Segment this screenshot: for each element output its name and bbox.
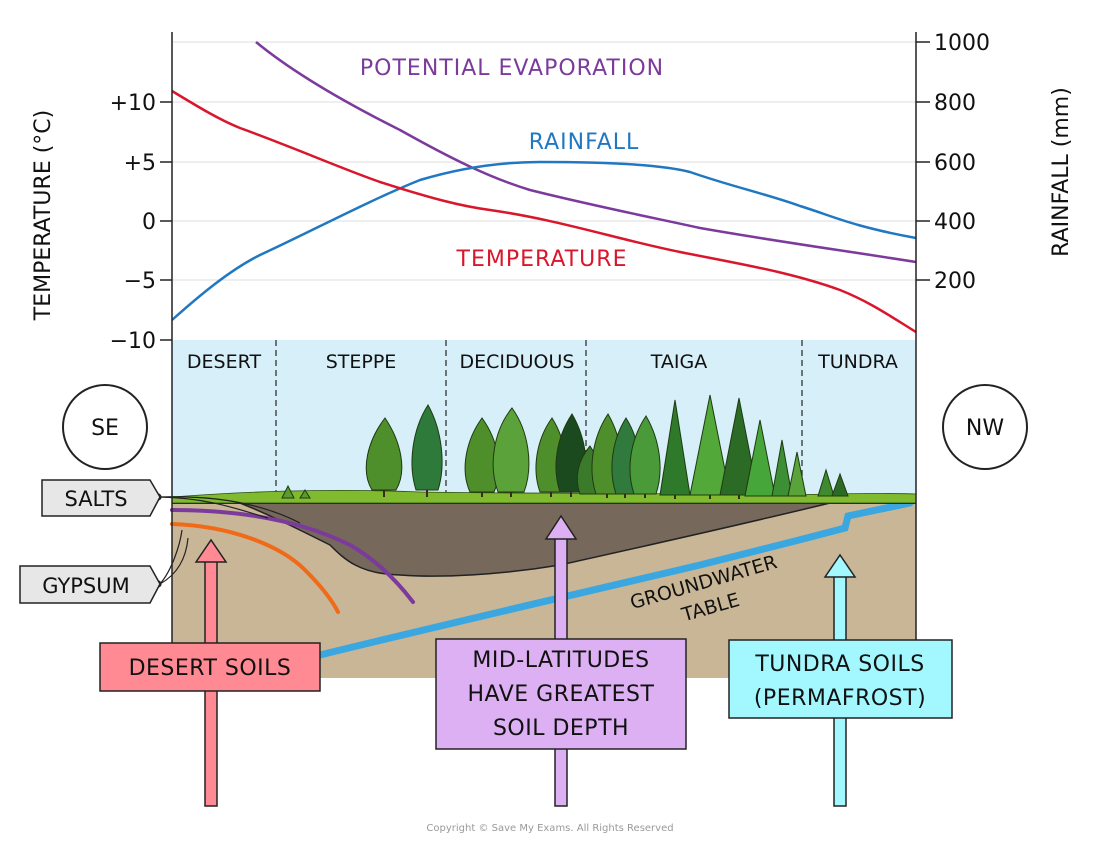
zone-labels: DESERT STEPPE DECIDUOUS TAIGA TUNDRA xyxy=(187,351,898,373)
gypsum-layer-line xyxy=(170,522,340,614)
left-tick-2: +5 xyxy=(124,151,156,176)
mid-latitudes-line1: MID-LATITUDES xyxy=(472,648,649,673)
left-tick-1: +10 xyxy=(110,91,156,116)
rainfall-curve xyxy=(171,160,917,321)
zone-label-taiga: TAIGA xyxy=(650,351,707,373)
gypsum-tag-label: GYPSUM xyxy=(42,574,130,598)
curves xyxy=(171,41,917,334)
desert-soils-label: DESERT SOILS xyxy=(129,656,292,681)
zone-label-steppe: STEPPE xyxy=(326,351,397,373)
temperature-label: TEMPERATURE xyxy=(456,247,628,272)
right-axis-label: RAINFALL (mm) xyxy=(1049,87,1074,257)
salts-tag: SALTS xyxy=(41,479,161,517)
zone-label-deciduous: DECIDUOUS xyxy=(460,351,575,373)
trees xyxy=(281,394,849,499)
temperature-curve xyxy=(171,89,917,334)
copyright-text: Copyright © Save My Exams. All Rights Re… xyxy=(426,823,673,834)
salts-tag-label: SALTS xyxy=(64,487,127,511)
direction-se-label: SE xyxy=(91,416,119,441)
right-tick-3: 600 xyxy=(934,151,976,176)
right-tick-2: 800 xyxy=(934,91,976,116)
gypsum-tag: GYPSUM xyxy=(19,565,161,604)
direction-nw: NW xyxy=(942,384,1028,470)
desert-soils-box: DESERT SOILS xyxy=(99,642,321,692)
direction-se: SE xyxy=(62,384,148,470)
left-axis: +10 +5 0 −5 −10 TEMPERATURE (°C) xyxy=(31,32,173,678)
right-axis: 1000 800 600 400 200 RAINFALL (mm) xyxy=(915,31,1074,678)
evaporation-label: POTENTIAL EVAPORATION xyxy=(360,56,664,81)
left-tick-4: −5 xyxy=(124,269,156,294)
salts-layer-line xyxy=(170,508,415,604)
evaporation-curve xyxy=(255,41,917,264)
left-tick-5: −10 xyxy=(110,329,156,354)
right-tick-1: 1000 xyxy=(934,31,990,56)
mid-latitudes-line2: HAVE GREATEST xyxy=(468,682,655,707)
left-axis-label: TEMPERATURE (°C) xyxy=(31,110,56,321)
mid-latitudes-box: MID-LATITUDES HAVE GREATEST SOIL DEPTH xyxy=(435,638,687,750)
soil-body xyxy=(239,502,831,577)
rainfall-label: RAINFALL xyxy=(529,130,640,155)
zone-label-tundra: TUNDRA xyxy=(817,351,898,373)
right-tick-4: 400 xyxy=(934,210,976,235)
groundwater-line xyxy=(296,499,914,664)
mid-latitudes-line3: SOIL DEPTH xyxy=(493,716,629,741)
zone-label-desert: DESERT xyxy=(187,351,262,373)
tundra-soils-box: TUNDRA SOILS (PERMAFROST) xyxy=(728,639,953,719)
right-tick-5: 200 xyxy=(934,269,976,294)
left-tick-3: 0 xyxy=(142,210,156,235)
tundra-soils-line2: (PERMAFROST) xyxy=(754,686,926,711)
tundra-soils-line1: TUNDRA SOILS xyxy=(754,652,924,677)
direction-nw-label: NW xyxy=(966,416,1004,441)
